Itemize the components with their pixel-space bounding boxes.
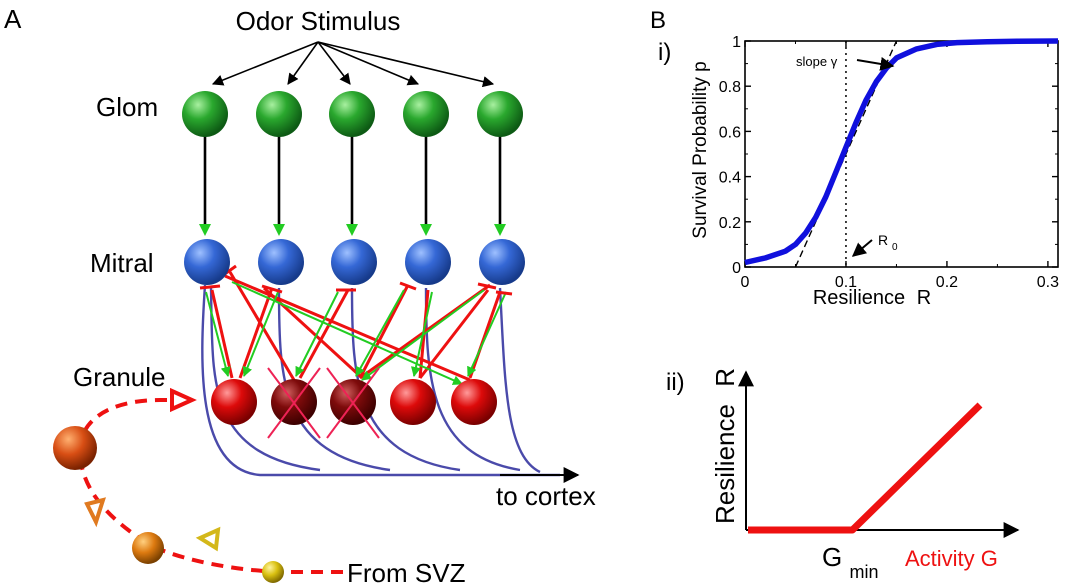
- chart-ii-ylabel-symbol: R: [710, 368, 740, 387]
- svz-migration-arrowheads: [84, 387, 221, 552]
- glom-cell: [182, 91, 228, 137]
- chart-i-slope-annotation: slope γ: [796, 54, 838, 69]
- to-cortex-label: to cortex: [496, 481, 596, 511]
- granule-label: Granule: [73, 362, 166, 392]
- survival-probability-chart: i) 0 0.1 0.2 0.3 0 0.2 0.4 0.6 0.8 1 Survival Pro…: [658, 34, 1059, 309]
- y-tick-label: 0.8: [719, 79, 741, 96]
- chart-ii-gmin-label: G min: [822, 542, 878, 582]
- chart-ii-gmin-sub: min: [849, 562, 878, 582]
- panel-b: B i) 0 0.1 0.2 0.3 0 0.2 0.4 0.6 0.8 1 Survival P…: [650, 7, 1059, 582]
- panel-a: A Odor Stimulus Glom Mitral Granule to c…: [4, 4, 596, 587]
- granule-cell: [211, 379, 257, 425]
- resilience-activity-chart: ii) Resilience R G min Activity G: [666, 368, 1020, 582]
- mitral-label: Mitral: [90, 248, 154, 278]
- mitral-cell: [479, 239, 525, 285]
- chart-i-ticks: 0 0.1 0.2 0.3 0 0.2 0.4 0.6 0.8 1: [719, 34, 1059, 291]
- granule-cell: [390, 379, 436, 425]
- x-tick-label: 0.3: [1037, 274, 1059, 291]
- cell-death-cross: [267, 367, 321, 439]
- chart-ii-ylabel-name: Resilience: [710, 404, 740, 524]
- mitral-cells: [184, 239, 525, 285]
- chart-ii-series-line: [748, 402, 983, 534]
- panel-a-label: A: [4, 4, 22, 34]
- chart-i-r0-base: R: [878, 232, 888, 248]
- chart-i-frame: [744, 40, 1059, 268]
- x-tick-label: 0: [741, 274, 750, 291]
- glom-label: Glom: [96, 92, 158, 122]
- odor-stimulus-arrows: [211, 41, 495, 88]
- glom-cell: [477, 91, 523, 137]
- chart-i-ylabel: Survival Probability p: [690, 61, 711, 238]
- mitral-cell: [258, 239, 304, 285]
- y-tick-label: 0.2: [719, 215, 741, 232]
- chart-ii-xlabel: Activity G: [905, 546, 998, 571]
- from-svz-label: From SVZ: [347, 558, 466, 587]
- chart-i-label: i): [658, 39, 671, 66]
- glom-cell: [403, 91, 449, 137]
- glom-mitral-arrowheads: [199, 224, 506, 236]
- neuroblast: [132, 532, 164, 564]
- chart-ii-label: ii): [666, 369, 685, 396]
- y-tick-label: 1: [732, 34, 741, 51]
- chart-i-slope-arrow: [856, 57, 895, 71]
- cell-death-cross: [326, 367, 380, 439]
- x-tick-label: 0.1: [835, 274, 857, 291]
- glom-cell: [329, 91, 375, 137]
- panel-b-label: B: [650, 7, 666, 34]
- excitatory-connections: [205, 281, 507, 385]
- chart-i-series-line: [744, 38, 1059, 266]
- mitral-cell: [184, 239, 230, 285]
- odor-stimulus-label: Odor Stimulus: [236, 6, 401, 36]
- chart-ii-ylabel: Resilience R: [710, 368, 740, 524]
- chart-i-xlabel-symbol: R: [917, 287, 931, 309]
- chart-ii-gmin-base: G: [822, 542, 842, 572]
- svz-migration-path: [77, 398, 343, 574]
- y-tick-label: 0: [732, 260, 741, 277]
- svz-neuroblasts: [53, 426, 284, 583]
- mitral-cell: [331, 239, 377, 285]
- y-tick-label: 0.6: [719, 124, 741, 141]
- mitral-cell: [405, 239, 451, 285]
- glom-cells: [182, 91, 523, 137]
- chart-i-r0-annotation: R 0: [878, 232, 898, 253]
- chart-i-r0-sub: 0: [892, 242, 898, 253]
- granule-cells: [211, 367, 497, 439]
- chart-i-xlabel: Resilience R: [813, 287, 931, 309]
- chart-i-r0-arrow: [851, 239, 873, 257]
- x-tick-label: 0.2: [936, 274, 958, 291]
- y-tick-label: 0.4: [719, 170, 741, 187]
- glom-cell: [256, 91, 302, 137]
- neuroblast: [262, 561, 284, 583]
- glom-mitral-connections: [203, 136, 502, 228]
- neuroblast: [53, 426, 97, 470]
- chart-i-xlabel-name: Resilience: [813, 287, 905, 309]
- granule-cell: [451, 379, 497, 425]
